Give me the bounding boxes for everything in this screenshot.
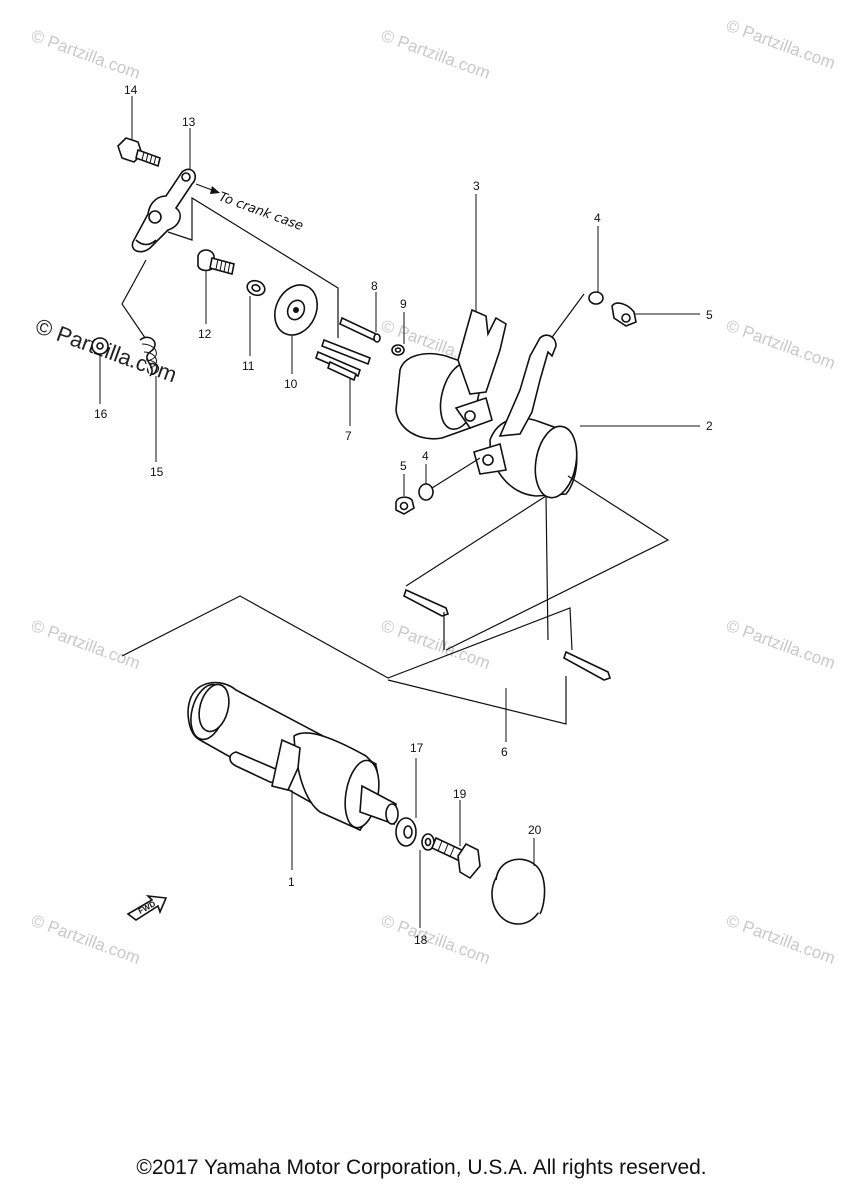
callout-13: 13 xyxy=(182,115,196,129)
part-13-stopper-lever xyxy=(131,128,197,253)
callout-19: 19 xyxy=(453,787,467,801)
assembly-line-upper-fork xyxy=(549,293,585,341)
part-2-shift-fork xyxy=(473,334,700,499)
part-11-washer xyxy=(246,279,266,356)
watermark: © Partzilla.com xyxy=(379,26,493,83)
exploded-parts-diagram: © Partzilla.com © Partzilla.com © Partzi… xyxy=(29,16,838,968)
watermark: © Partzilla.com xyxy=(724,16,838,73)
part-10-segment xyxy=(274,284,318,374)
callout-1: 1 xyxy=(288,875,295,889)
fwd-arrow-icon: FWD xyxy=(126,894,168,921)
callout-7: 7 xyxy=(345,429,352,443)
callout-4-upper: 4 xyxy=(594,211,601,225)
part-15-spring xyxy=(139,336,160,462)
part-14-bolt xyxy=(117,96,161,168)
callout-9: 9 xyxy=(400,297,407,311)
callout-8: 8 xyxy=(371,279,378,293)
crank-case-arrow: To crank case xyxy=(195,183,305,234)
part-19-bolt xyxy=(430,800,481,880)
callout-20: 20 xyxy=(528,823,542,837)
part-7-pins xyxy=(315,338,371,426)
callout-5-lower: 5 xyxy=(400,459,407,473)
watermark: © Partzilla.com xyxy=(29,911,143,968)
callout-14: 14 xyxy=(124,83,138,97)
part-1-shift-cam xyxy=(187,681,399,870)
watermark: © Partzilla.com xyxy=(724,316,838,373)
watermark: © Partzilla.com xyxy=(724,616,838,673)
to-crank-case-note: To crank case xyxy=(217,190,305,234)
callout-5-upper: 5 xyxy=(706,308,713,322)
part-4-roller-lower xyxy=(418,464,434,501)
callout-10: 10 xyxy=(284,377,298,391)
part-4-roller-upper xyxy=(588,226,604,305)
assembly-lines-top xyxy=(121,196,339,349)
part-17-washer xyxy=(395,758,417,847)
callout-labels: 14 13 3 4 5 8 9 12 11 10 7 2 5 4 16 15 6… xyxy=(94,83,713,947)
watermark: © Partzilla.com xyxy=(724,911,838,968)
watermark: © Partzilla.com xyxy=(29,616,143,673)
copyright-notice: ©2017 Yamaha Motor Corporation, U.S.A. A… xyxy=(136,1156,707,1179)
watermark: © Partzilla.com xyxy=(29,26,143,83)
callout-17: 17 xyxy=(410,741,424,755)
part-20-cap xyxy=(491,838,546,925)
assembly-line-lower-fork xyxy=(431,457,481,489)
callout-18: 18 xyxy=(414,933,428,947)
callout-2: 2 xyxy=(706,419,713,433)
part-5-pin-upper xyxy=(611,302,700,327)
callout-15: 15 xyxy=(150,465,164,479)
callout-4-lower: 4 xyxy=(422,449,429,463)
part-18-washer xyxy=(419,833,435,928)
part-8-pin xyxy=(339,292,381,343)
part-9-clip xyxy=(391,312,405,356)
part-6-cotter-pins xyxy=(121,475,670,742)
callout-16: 16 xyxy=(94,407,108,421)
part-12-bolt xyxy=(197,249,235,324)
callout-6: 6 xyxy=(501,745,508,759)
callout-12: 12 xyxy=(198,327,212,341)
part-16-spacer xyxy=(91,337,109,404)
part-5-pin-lower xyxy=(395,474,415,515)
callout-11: 11 xyxy=(242,359,255,373)
part-3-shift-fork xyxy=(395,194,507,440)
watermark: © Partzilla.com xyxy=(379,911,493,968)
callout-3: 3 xyxy=(473,179,480,193)
